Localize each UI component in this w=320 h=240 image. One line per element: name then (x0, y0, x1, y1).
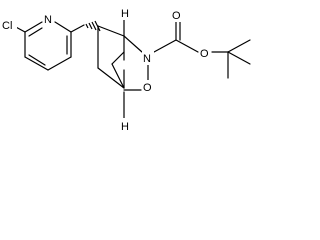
bridge-nitrogen-label: N (143, 53, 151, 65)
bicyclic-core (97, 19, 149, 121)
atom-labels: Cl N H N O O O H (0, 6, 211, 133)
pyridine-nitrogen-label: N (44, 14, 52, 26)
carbonyl-oxygen-label: O (172, 10, 181, 22)
chemical-structure: Cl N H N O O O H (0, 6, 251, 133)
chlorine-label: Cl (2, 20, 12, 32)
stereo-h-top-label: H (121, 8, 129, 20)
boc-group (153, 19, 251, 79)
ester-oxygen-label: O (200, 48, 209, 60)
stereo-h-bottom-label: H (121, 121, 129, 133)
pyridine-ring (24, 21, 72, 71)
aryl-bond (70, 20, 101, 33)
ring-oxygen-label: O (143, 82, 152, 94)
